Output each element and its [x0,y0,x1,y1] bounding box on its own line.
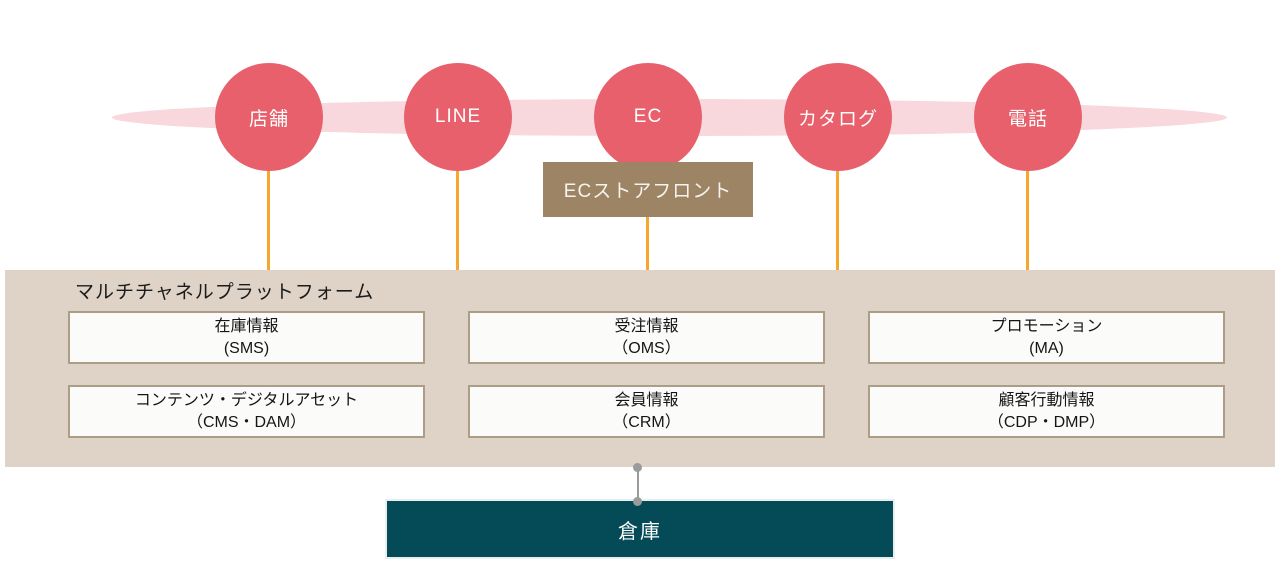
channel-label: 電話 [1007,108,1048,130]
channel-label: EC [633,106,663,127]
module-name: プロモーション [990,317,1103,335]
module-name: コンテンツ・デジタルアセット [134,391,359,409]
module-system: (SMS) [223,339,270,357]
module-system: （CRM） [612,413,681,431]
module-promotion-ma: プロモーション (MA) [868,311,1225,364]
channel-node-phone: 電話 [974,63,1082,171]
connector-line-store [267,171,270,270]
module-behavior-cdp-dmp: 顧客行動情報 （CDP・DMP） [868,385,1225,438]
channel-label: カタログ [797,108,878,130]
channel-label: 店舗 [248,108,289,130]
module-orders-oms: 受注情報 （OMS） [468,311,825,364]
channel-node-catalog: カタログ [784,63,892,171]
connector-dot-bottom [633,497,642,506]
module-inventory-sms: 在庫情報 (SMS) [68,311,425,364]
ec-storefront-tag: ECストアフロント [543,162,753,217]
channel-node-line: LINE [404,63,512,171]
ec-storefront-label: ECストアフロント [563,181,733,202]
module-name: 会員情報 [614,391,679,409]
module-name: 顧客行動情報 [998,391,1095,409]
channel-node-store: 店舗 [215,63,323,171]
connector-line-line [456,171,459,270]
connector-dot-top [633,463,642,472]
warehouse-bar: 倉庫 [385,499,895,559]
module-name: 受注情報 [614,317,679,335]
platform-title: マルチチャネルプラットフォーム [75,282,375,303]
module-content-cms-dam: コンテンツ・デジタルアセット （CMS・DAM） [68,385,425,438]
channel-label: LINE [434,106,482,127]
module-members-crm: 会員情報 （CRM） [468,385,825,438]
module-system: （OMS） [612,339,681,357]
channel-node-ec: EC [594,63,702,171]
warehouse-label: 倉庫 [618,520,662,543]
module-system: （CMS・DAM） [186,413,307,431]
module-system: (MA) [1029,339,1064,357]
module-name: 在庫情報 [214,317,279,335]
connector-line-phone [1026,171,1029,270]
module-system: （CDP・DMP） [987,413,1106,431]
connector-line-ec [646,217,649,270]
connector-line-catalog [836,171,839,270]
warehouse-connector-line [637,468,639,502]
